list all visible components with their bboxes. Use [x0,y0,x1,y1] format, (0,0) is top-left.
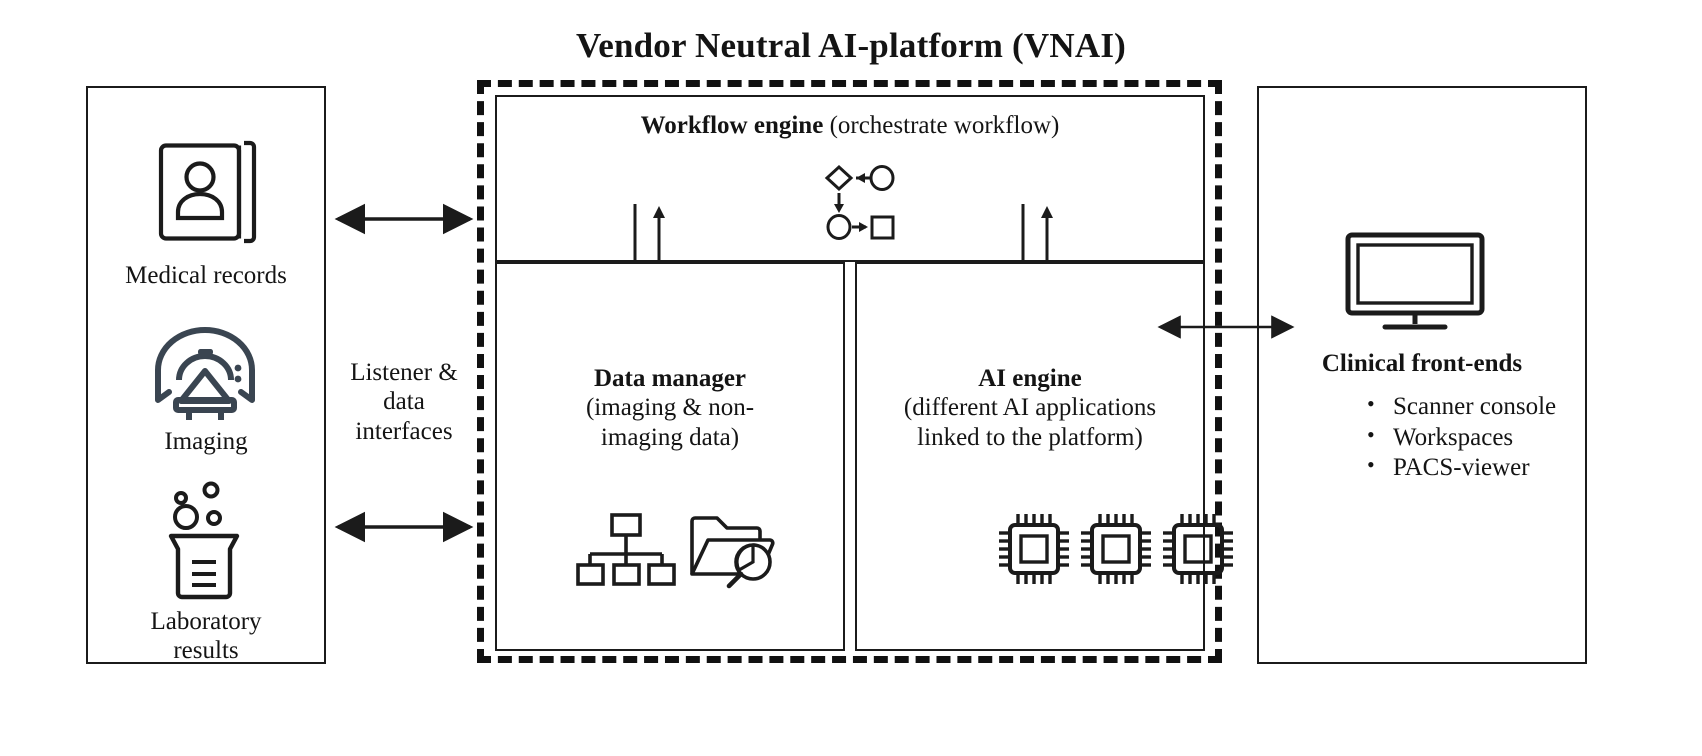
ai-engine-box [855,262,1205,651]
arrow-left-bottom-bidirectional [330,511,478,543]
clinical-front-ends-title: Clinical front-ends [1321,350,1523,377]
cpu-chip-icon-1 [997,512,1071,586]
list-item: Scanner console [1365,391,1595,423]
page-title: Vendor Neutral AI-platform (VNAI) [575,26,1127,65]
ai-engine-title: AI engine [978,365,1082,392]
ai-engine-desc-line1: (different AI applications [903,394,1157,422]
laboratory-label-line2: results [173,636,239,664]
ai-engine-text: AI engine (different AI applications lin… [857,364,1203,452]
listener-interfaces-label: Listener & data interfaces [328,358,480,446]
source-label-medical-records: Medical records [125,262,287,289]
ct-scanner-icon [142,308,268,420]
clinical-front-ends-list: Scanner console Workspaces PACS-viewer [1365,391,1595,484]
cpu-chip-icon-3 [1161,512,1235,586]
data-manager-text: Data manager (imaging & non- imaging dat… [497,364,843,452]
medical-record-book-icon [158,138,257,246]
data-manager-title: Data manager [593,365,747,392]
data-manager-desc-line2: imaging data) [600,423,740,451]
source-label-imaging: Imaging [164,428,248,455]
data-manager-box [495,262,845,651]
arrow-left-top-bidirectional [330,203,478,235]
folder-search-icon [688,512,780,590]
list-item: PACS-viewer [1365,452,1595,484]
hierarchy-tree-icon [576,512,676,588]
cpu-chip-icon-2 [1079,512,1153,586]
laboratory-beaker-icon [158,474,254,600]
ai-engine-desc-line2: linked to the platform) [917,423,1143,451]
listener-line1: Listener & [350,359,458,386]
data-manager-desc-line1: (imaging & non- [585,394,755,422]
workflow-engine-title-bold: Workflow engine [640,112,824,139]
workflow-engine-title-rest: (orchestrate workflow) [829,112,1060,139]
monitor-icon [1345,232,1485,332]
listener-line3: interfaces [355,417,453,445]
listener-line2: data [383,388,425,416]
list-item: Workspaces [1365,422,1595,454]
laboratory-label-line1: Laboratory [150,608,262,635]
flowchart-icon [810,160,900,242]
workflow-engine-title: Workflow engine (orchestrate workflow) [495,112,1205,140]
clinical-front-ends-panel [1257,86,1587,664]
source-label-laboratory-results: Laboratory results [86,608,326,665]
arrow-platform-frontends-bidirectional [1150,313,1302,341]
